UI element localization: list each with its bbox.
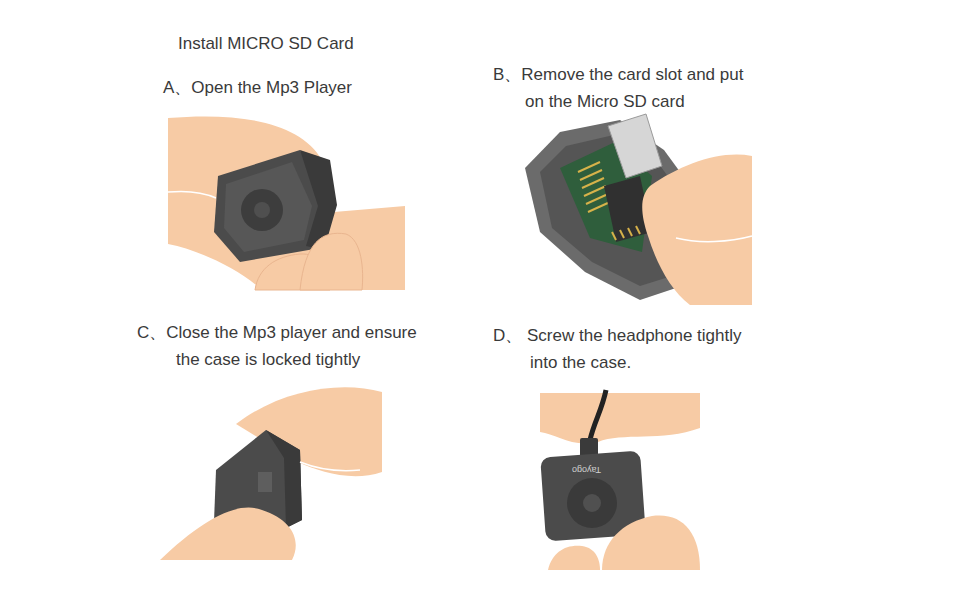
step-a-illustration [168,116,405,290]
diagram-title: Install MICRO SD Card [178,30,354,57]
step-d-illustration [540,390,700,570]
step-label: C、Close the Mp3 player and ensure the ca… [137,319,421,373]
step-label: B、Remove the card slot and put on the Mi… [493,61,748,115]
step-label: A、Open the Mp3 Player [163,74,352,101]
step-c-illustration [160,387,382,560]
step-label: D、 Screw the headphone tightly into the … [493,322,746,376]
step-b-illustration [525,114,752,305]
brand-logo: Tayogo [572,464,601,475]
